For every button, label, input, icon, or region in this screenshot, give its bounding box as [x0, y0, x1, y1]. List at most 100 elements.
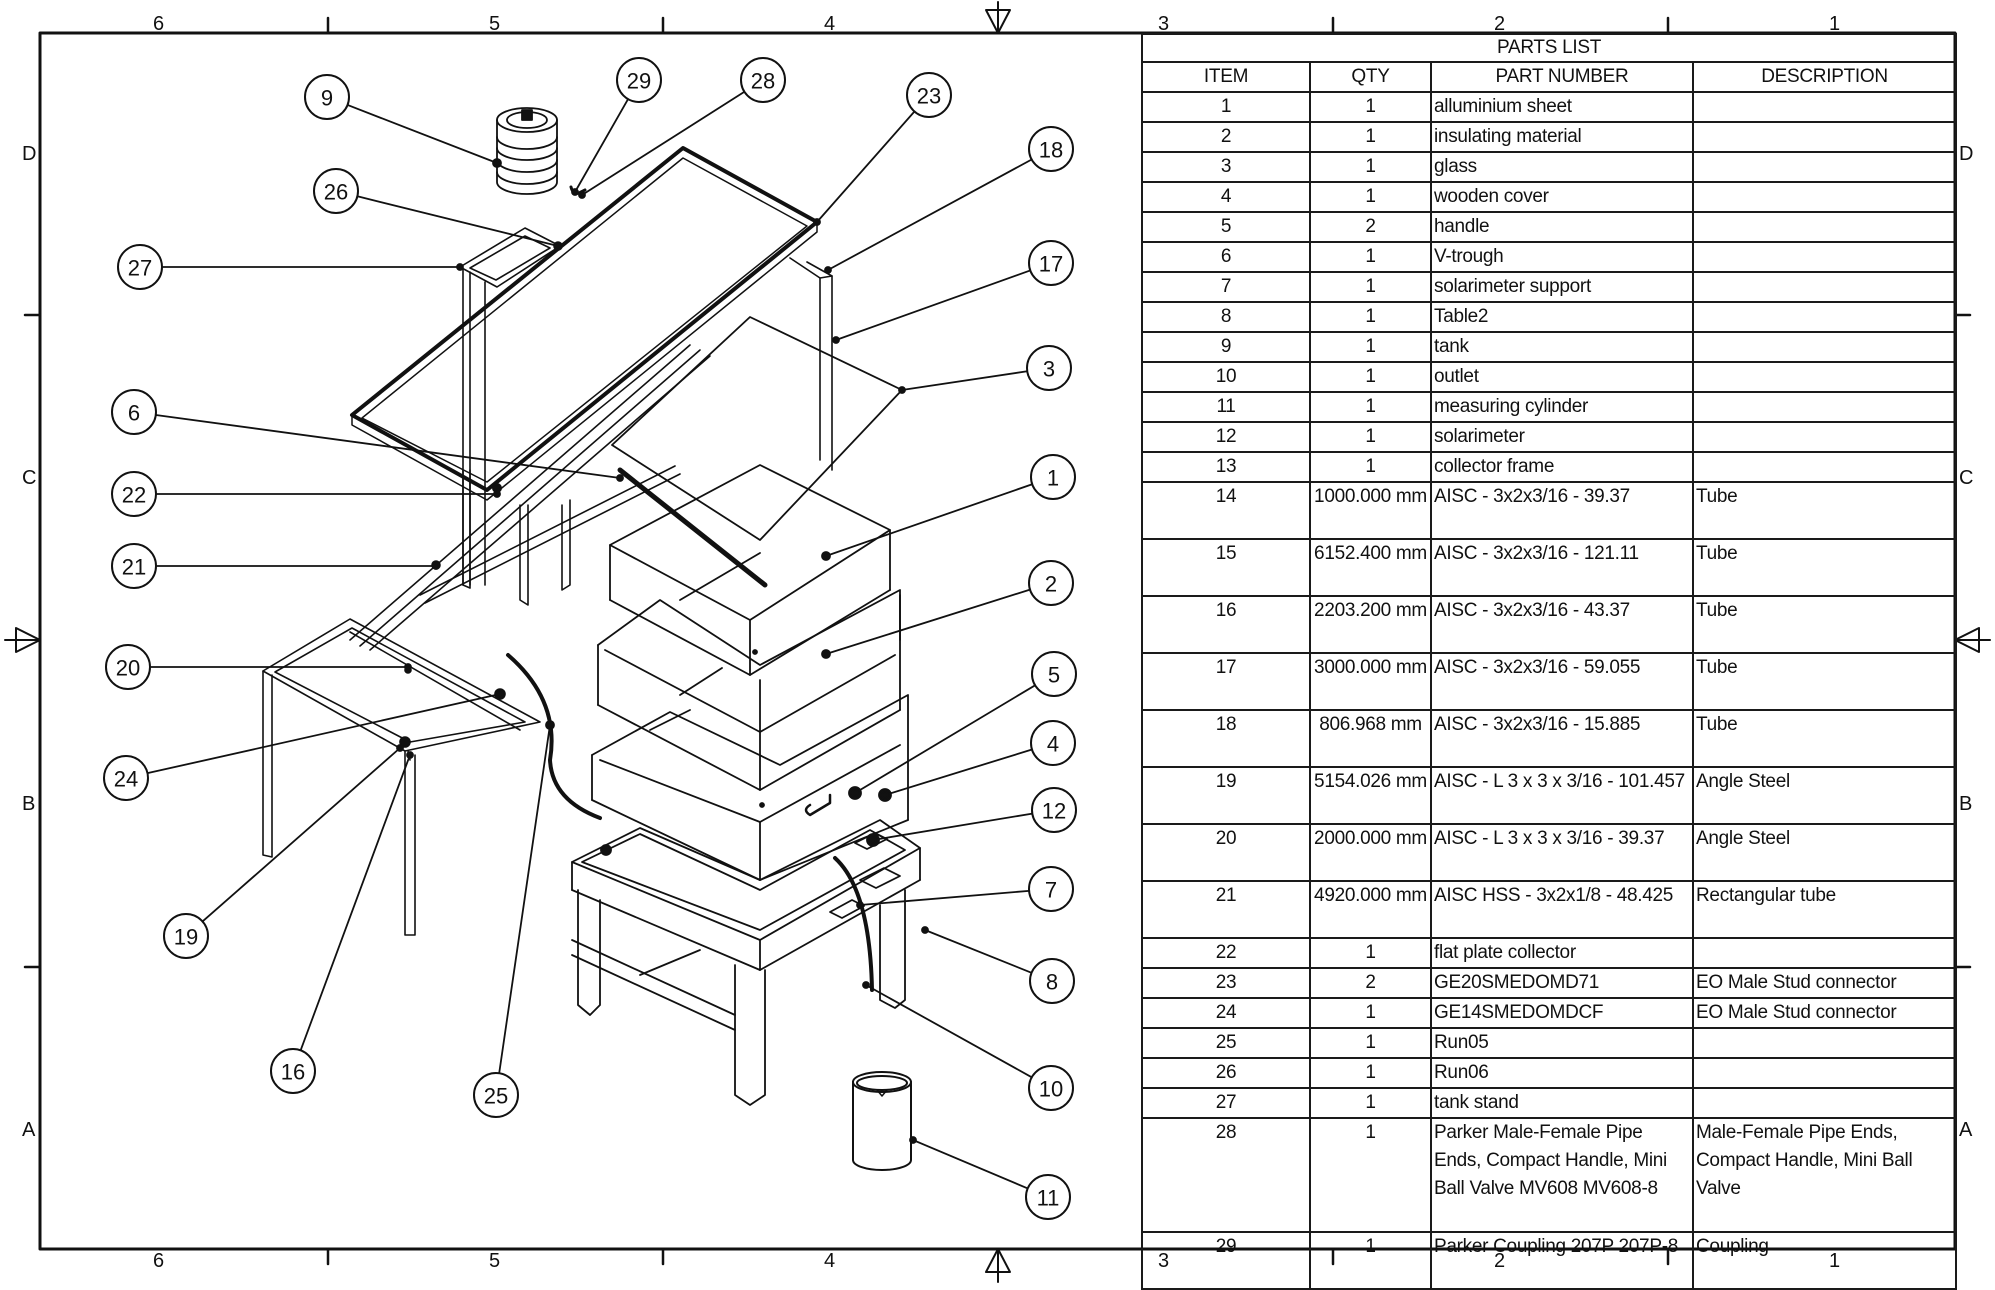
centering-mark-right — [1954, 627, 1991, 653]
cell-qty: 1 — [1309, 451, 1432, 483]
balloon-26: 26 — [313, 168, 359, 214]
cell-item: 14 — [1141, 481, 1311, 540]
balloon-circle — [103, 755, 149, 801]
leader-terminator-10 — [862, 981, 870, 989]
zone-label-left-b: B — [22, 793, 36, 815]
cell-part-number: outlet — [1430, 361, 1694, 393]
cell-description — [1692, 1057, 1957, 1089]
balloon-number: 16 — [281, 1060, 305, 1085]
leader-terminator-9 — [493, 159, 501, 167]
zone-label-top-6: 6 — [153, 13, 165, 35]
balloon-22: 22 — [111, 471, 157, 517]
parts-list-table: PARTS LIST ITEM QTY PART NUMBER DESCRIPT… — [1141, 33, 1957, 1290]
balloon-circle — [1028, 1065, 1074, 1111]
leader-terminator-22 — [493, 490, 501, 498]
balloon-circle — [616, 57, 662, 103]
cell-item: 27 — [1141, 1087, 1311, 1119]
balloon-circle — [270, 1048, 316, 1094]
cell-description — [1692, 181, 1957, 213]
balloon-circle — [1028, 126, 1074, 172]
cell-description: Rectangular tube — [1692, 880, 1957, 939]
balloon-8: 8 — [1029, 958, 1075, 1004]
cell-description — [1692, 211, 1957, 243]
centering-mark-top — [985, 1, 1011, 34]
cell-description: EO Male Stud connector — [1692, 967, 1957, 999]
balloon-circle — [304, 74, 350, 120]
zone-label-top-4: 4 — [824, 13, 836, 35]
balloon-circle — [906, 72, 952, 118]
leader-terminator-11 — [909, 1136, 917, 1144]
balloon-1: 1 — [1030, 454, 1076, 500]
insulating-box-part — [597, 589, 901, 791]
balloon-number: 26 — [324, 180, 348, 205]
column-header-qty: QTY — [1309, 61, 1432, 93]
cell-item: 23 — [1141, 967, 1311, 999]
zone-label-bottom-5: 5 — [489, 1250, 501, 1272]
balloon-number: 20 — [116, 656, 140, 681]
cell-description — [1692, 91, 1957, 123]
cell-qty: 2000.000 mm — [1309, 823, 1432, 882]
leader-terminator-21 — [432, 562, 440, 570]
zone-ticks-top — [326, 16, 1670, 35]
cell-item: 20 — [1141, 823, 1311, 882]
zone-label-left-a: A — [22, 1119, 36, 1141]
balloon-5: 5 — [1031, 651, 1077, 697]
balloon-number: 2 — [1045, 572, 1057, 597]
collector-frame-part — [262, 257, 833, 936]
balloon-number: 19 — [174, 925, 198, 950]
cell-part-number: GE20SMEDOMD71 — [1430, 967, 1694, 999]
cell-item: 4 — [1141, 181, 1311, 213]
cell-part-number: AISC - L 3 x 3 x 3/16 - 101.457 — [1430, 766, 1694, 825]
cell-description — [1692, 121, 1957, 153]
cell-part-number: Run06 — [1430, 1057, 1694, 1089]
flat-plate-collector-part — [350, 146, 819, 501]
balloon-number: 12 — [1042, 799, 1066, 824]
cell-item: 12 — [1141, 421, 1311, 453]
column-header-part-number: PART NUMBER — [1430, 61, 1694, 93]
cell-description — [1692, 391, 1957, 423]
centering-mark-bottom — [985, 1248, 1011, 1283]
cell-description: Tube — [1692, 709, 1957, 768]
cell-part-number: solarimeter — [1430, 421, 1694, 453]
wooden-cover-box-part — [506, 653, 909, 881]
leader-terminator-3 — [898, 386, 906, 394]
balloon-number: 29 — [627, 69, 651, 94]
cell-qty: 1 — [1309, 1027, 1432, 1059]
cell-qty: 1 — [1309, 331, 1432, 363]
zone-label-right-b: B — [1959, 793, 1973, 815]
cell-qty: 1 — [1309, 937, 1432, 969]
cell-item: 3 — [1141, 151, 1311, 183]
leader-line-24 — [146, 693, 501, 775]
glass-part — [611, 316, 903, 541]
balloon-circle — [1030, 454, 1076, 500]
leader-line-26 — [356, 195, 559, 247]
leader-line-5 — [854, 684, 1037, 794]
cell-part-number: flat plate collector — [1430, 937, 1694, 969]
cell-part-number: wooden cover — [1430, 181, 1694, 213]
balloon-circle — [105, 644, 151, 690]
balloon-23: 23 — [906, 72, 952, 118]
balloon-28: 28 — [740, 57, 786, 103]
zone-label-top-2: 2 — [1494, 13, 1506, 35]
zone-ticks-right — [1953, 313, 1972, 969]
cell-qty: 1 — [1309, 1117, 1432, 1233]
balloon-number: 27 — [128, 256, 152, 281]
balloon-20: 20 — [105, 644, 151, 690]
leader-terminator-28 — [578, 191, 586, 199]
leader-terminator-25 — [546, 721, 554, 729]
balloon-19: 19 — [163, 913, 209, 959]
leader-terminator-2 — [822, 650, 830, 658]
cell-item: 21 — [1141, 880, 1311, 939]
balloon-number: 7 — [1045, 878, 1057, 903]
cell-description — [1692, 937, 1957, 969]
